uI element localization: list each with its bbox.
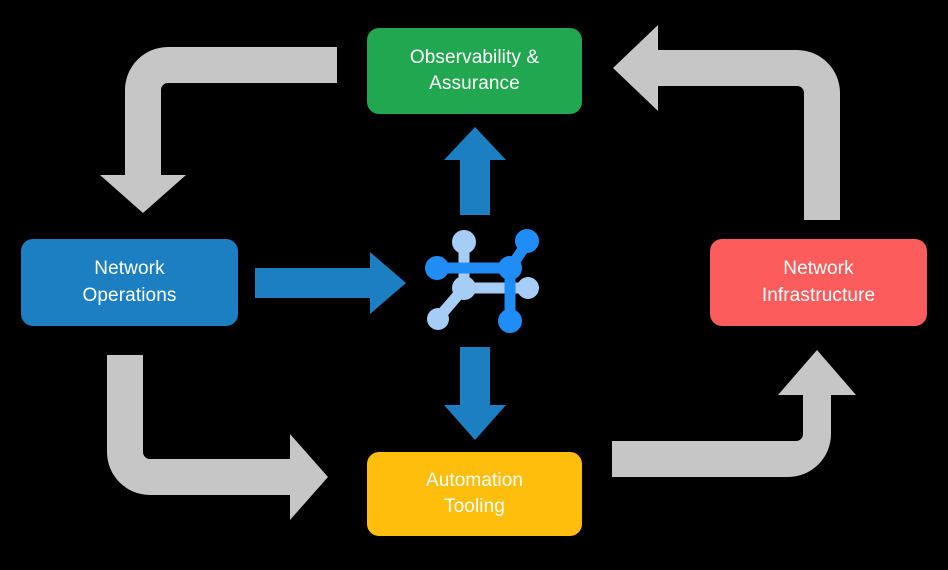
connector-observability-to-netops	[100, 47, 337, 213]
node-observability-assurance[interactable]: Observability & Assurance	[367, 28, 582, 114]
connector-center-to-automation	[444, 347, 506, 440]
connector-netops-to-center	[255, 252, 406, 314]
node-automation-tooling[interactable]: Automation Tooling	[367, 452, 582, 536]
node-observability-label: Observability & Assurance	[409, 46, 540, 94]
node-network-operations[interactable]: Network Operations	[21, 239, 238, 326]
connector-center-to-observability	[444, 127, 506, 215]
node-automation-tooling-label: Automation Tooling	[425, 469, 524, 517]
node-network-infrastructure[interactable]: Network Infrastructure	[710, 239, 927, 326]
node-network-infrastructure-label: Network Infrastructure	[761, 258, 876, 306]
connector-netops-to-automation	[107, 355, 328, 520]
network-topology-icon	[425, 229, 539, 333]
connector-automation-to-netinfra	[612, 350, 856, 477]
node-network-operations-label: Network Operations	[82, 258, 177, 306]
connector-netinfra-to-observability	[613, 25, 840, 220]
